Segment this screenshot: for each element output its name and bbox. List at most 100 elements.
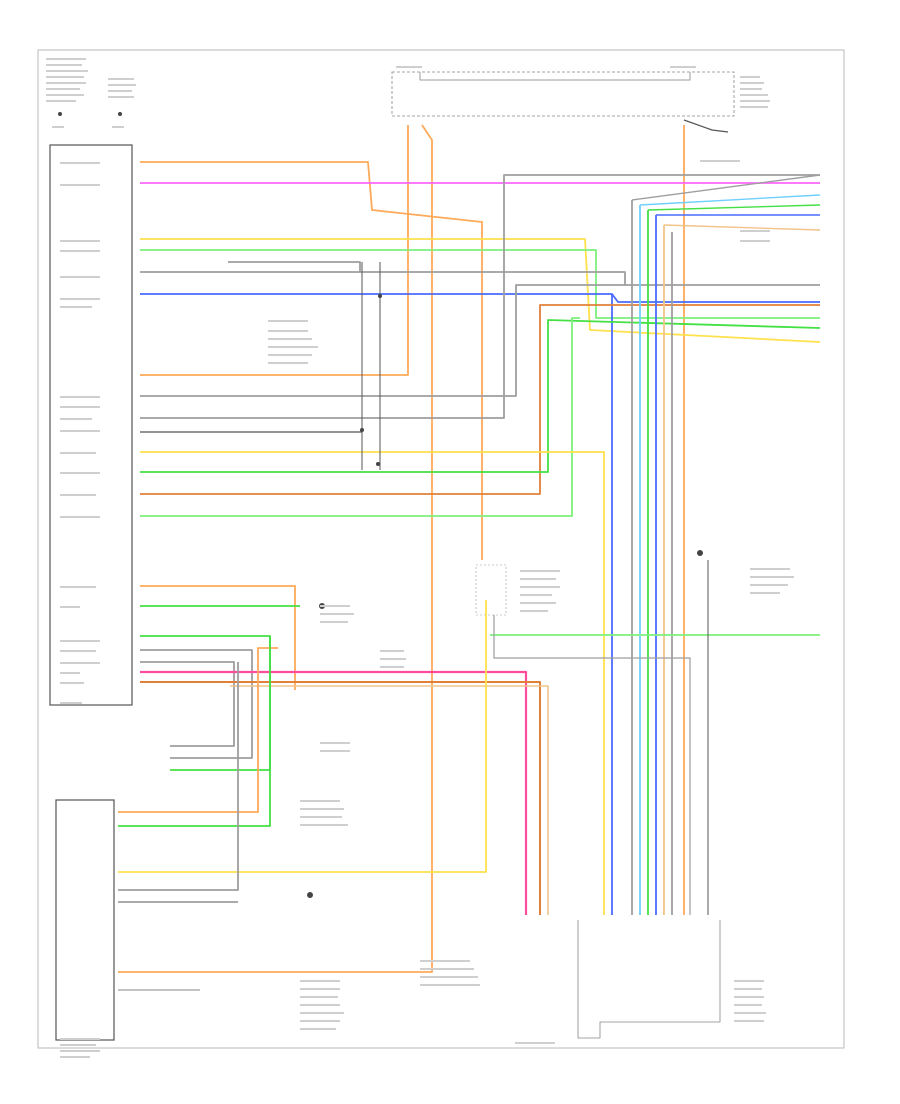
label-mark xyxy=(750,576,794,578)
radio-connector-block xyxy=(49,144,133,706)
label-mark xyxy=(734,1004,762,1006)
label-mark xyxy=(520,610,548,612)
label-mark xyxy=(320,750,350,752)
label-mark xyxy=(300,988,340,990)
label-mark xyxy=(60,586,96,588)
wire-orange-feed xyxy=(140,125,409,376)
label-mark xyxy=(60,494,96,496)
label-mark xyxy=(60,1044,96,1046)
label-mark xyxy=(300,996,338,998)
label-mark xyxy=(52,126,64,128)
wire-gray-spk-1 xyxy=(118,662,239,891)
label-mark xyxy=(108,96,134,98)
label-mark xyxy=(60,472,100,474)
wire-brown-lower xyxy=(140,681,541,915)
label-mark xyxy=(300,824,348,826)
label-mark xyxy=(60,640,100,642)
label-mark xyxy=(46,58,86,60)
label-mark xyxy=(60,184,100,186)
label-mark xyxy=(46,82,86,84)
wire-orange-lower xyxy=(140,585,296,690)
label-mark xyxy=(734,1020,764,1022)
label-mark xyxy=(60,1056,90,1058)
label-mark xyxy=(740,106,768,108)
label-mark xyxy=(740,94,768,96)
wire-yellow-2 xyxy=(140,451,605,915)
wire-yellow-spk xyxy=(118,600,487,873)
label-mark xyxy=(60,1050,100,1052)
wire-blue xyxy=(140,293,613,915)
label-mark xyxy=(520,578,556,580)
label-mark xyxy=(515,1042,555,1044)
label-mark xyxy=(300,980,340,982)
wire-orange-feed-2 xyxy=(118,124,433,973)
lower-connector-block xyxy=(577,920,721,1039)
label-mark xyxy=(734,980,764,982)
wire-gray-4 xyxy=(140,174,820,419)
mid-splice-box xyxy=(475,564,507,616)
wire-r-3 xyxy=(647,204,821,211)
label-mark xyxy=(300,1020,340,1022)
label-mark xyxy=(520,602,556,604)
label-mark xyxy=(46,88,80,90)
wire-gray-1 xyxy=(140,271,820,286)
label-mark xyxy=(740,240,770,242)
label-mark xyxy=(734,988,762,990)
label-mark xyxy=(740,230,770,232)
label-mark xyxy=(740,88,762,90)
label-mark xyxy=(268,338,312,340)
label-mark xyxy=(750,568,790,570)
label-mark xyxy=(112,126,124,128)
label-mark xyxy=(750,592,780,594)
label-mark xyxy=(268,346,318,348)
label-mark xyxy=(700,160,740,162)
diagram-labels xyxy=(46,58,794,1058)
label-mark xyxy=(420,968,474,970)
speaker-module-connector-block xyxy=(55,799,115,1041)
wire-r-2 xyxy=(639,194,821,206)
label-mark xyxy=(300,1028,336,1030)
label-mark xyxy=(60,702,82,704)
wire-switch xyxy=(683,119,729,133)
label-mark xyxy=(320,613,354,615)
label-mark xyxy=(60,418,92,420)
label-mark xyxy=(60,396,100,398)
label-mark xyxy=(300,816,342,818)
label-mark xyxy=(380,650,404,652)
label-mark xyxy=(670,66,696,68)
wire-green-spk xyxy=(118,636,271,827)
diagram-border xyxy=(37,49,845,1049)
splice-points xyxy=(58,112,703,898)
label-mark xyxy=(520,594,552,596)
label-mark xyxy=(740,76,760,78)
wire-r-5 xyxy=(663,224,821,231)
label-mark xyxy=(268,362,308,364)
fuse-block-top xyxy=(391,71,735,117)
label-mark xyxy=(268,320,308,322)
label-mark xyxy=(520,586,560,588)
label-mark xyxy=(60,276,100,278)
label-mark xyxy=(380,658,406,660)
wires-group xyxy=(118,72,821,991)
wire-tan-lower xyxy=(230,685,549,915)
label-mark xyxy=(46,100,76,102)
label-mark xyxy=(320,605,350,607)
label-mark xyxy=(46,64,82,66)
label-mark xyxy=(734,996,764,998)
label-mark xyxy=(60,406,100,408)
label-mark xyxy=(740,82,764,84)
label-mark xyxy=(108,84,136,86)
label-mark xyxy=(60,162,100,164)
label-mark xyxy=(46,76,84,78)
label-mark xyxy=(60,240,100,242)
label-mark xyxy=(60,662,100,664)
wire-gray-2 xyxy=(228,261,361,272)
label-mark xyxy=(380,666,404,668)
label-mark xyxy=(268,354,312,356)
label-mark xyxy=(60,250,100,252)
label-mark xyxy=(300,1004,340,1006)
label-mark xyxy=(46,70,88,72)
label-mark xyxy=(300,808,344,810)
